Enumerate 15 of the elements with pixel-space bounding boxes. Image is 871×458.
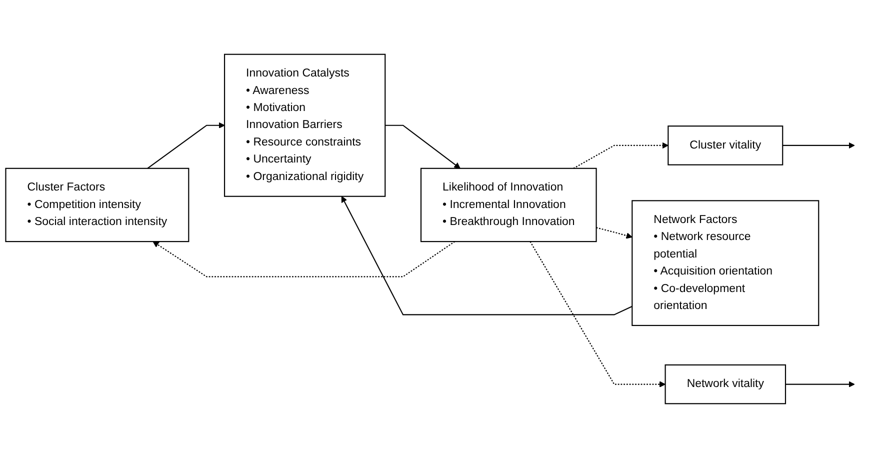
node-box: Likelihood of Innovation • Incremental Innovation • Breakthrough Innovation [420,168,597,242]
arrow [147,122,225,169]
node-box: Cluster vitality [668,126,784,166]
node-box: Cluster Factors • Competition intensity • Social interaction intensity [5,168,190,242]
node-box: Network Factors • Network resource potential • Acquisition orientation • Co-development orientation [632,200,820,326]
arrow [341,196,632,316]
arrow [573,142,668,169]
arrow [782,142,855,149]
arrow [530,241,666,388]
arrow [596,227,632,239]
node-box: Network vitality [664,364,786,404]
node-box: Innovation Catalysts • Awareness • Motivation Innovation Barriers • Resource constraints • Uncertainty • Organizational rigidity [224,54,386,197]
arrow [385,124,460,169]
arrow [152,241,456,278]
arrow [786,381,855,388]
